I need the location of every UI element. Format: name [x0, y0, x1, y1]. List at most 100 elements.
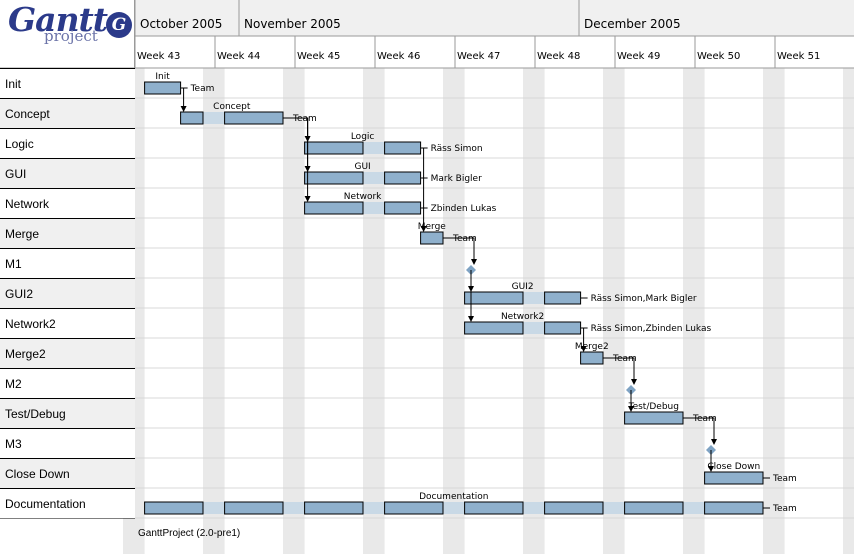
task-row[interactable]: Merge — [0, 218, 135, 248]
task-row[interactable]: GUI — [0, 158, 135, 188]
task-bar-label: Logic — [351, 132, 375, 142]
task-resources: Team — [772, 474, 797, 484]
task-bar[interactable] — [624, 411, 684, 425]
week-label-2: Week 44 — [217, 51, 260, 62]
task-bar[interactable] — [624, 501, 684, 515]
dependency-line — [283, 117, 309, 200]
footer-version: GanttProject (2.0-pre1) — [138, 528, 241, 539]
weekend-stripe — [283, 68, 305, 554]
weekend-stripe — [843, 68, 854, 554]
weekend-stripe — [763, 68, 785, 554]
task-bar[interactable] — [224, 111, 284, 125]
task-row[interactable]: Init — [0, 68, 135, 98]
dependency-arrowhead — [708, 466, 714, 472]
week-label-8: Week 50 — [697, 51, 740, 62]
week-label-4: Week 46 — [377, 51, 420, 62]
dependency-arrowhead — [471, 259, 477, 265]
task-row[interactable]: Network2 — [0, 308, 135, 338]
dependency-arrowhead — [468, 316, 474, 322]
task-resources: Mark Bigler — [431, 174, 482, 184]
dependency-arrowhead — [180, 106, 187, 112]
week-label-7: Week 49 — [617, 51, 660, 62]
weekend-stripe — [363, 68, 385, 554]
task-row[interactable]: Network — [0, 188, 135, 218]
task-bar[interactable] — [144, 501, 204, 515]
month-header-bg — [135, 0, 854, 36]
task-bar[interactable] — [544, 501, 604, 515]
task-resources: Räss Simon,Mark Bigler — [591, 294, 697, 304]
month-label-1: October 2005 — [140, 17, 222, 31]
task-resources: Team — [772, 504, 797, 514]
week-label-6: Week 48 — [537, 51, 580, 62]
dependency-arrowhead — [711, 439, 717, 445]
task-bar[interactable] — [704, 471, 764, 485]
logo-subtitle: project — [44, 27, 98, 45]
week-label-1: Week 43 — [137, 51, 180, 62]
task-bar-label: GUI — [354, 162, 370, 172]
logo-wordmark: Gantt — [8, 0, 108, 39]
task-resources: Team — [452, 234, 477, 244]
task-bar-label: GUI2 — [512, 282, 534, 292]
task-row[interactable]: GUI2 — [0, 278, 135, 308]
weekend-stripe — [443, 68, 465, 554]
dependency-line — [580, 327, 585, 350]
task-bar[interactable] — [464, 501, 524, 515]
dependency-line — [420, 147, 425, 230]
weekend-stripe — [603, 68, 625, 554]
month-label-2: November 2005 — [244, 17, 341, 31]
task-resources: Räss Simon,Zbinden Lukas — [591, 324, 712, 334]
task-row[interactable]: Test/Debug — [0, 398, 135, 428]
task-bar[interactable] — [224, 501, 284, 515]
task-bar-label: Concept — [213, 102, 251, 112]
task-row[interactable]: M1 — [0, 248, 135, 278]
week-label-9: Week 51 — [777, 51, 820, 62]
dependency-arrowhead — [304, 196, 311, 202]
task-bar[interactable] — [704, 501, 764, 515]
weekend-stripe — [203, 68, 225, 554]
task-bar[interactable] — [464, 321, 524, 335]
task-bar[interactable] — [304, 171, 364, 185]
dependency-line — [683, 417, 715, 443]
week-header-bg — [135, 36, 854, 68]
task-bar[interactable] — [304, 201, 364, 215]
dependency-arrowhead — [420, 226, 427, 232]
task-bar[interactable] — [544, 321, 582, 335]
task-row[interactable]: Logic — [0, 128, 135, 158]
task-bar-label: Network2 — [501, 312, 544, 322]
task-bar[interactable] — [384, 201, 422, 215]
task-bar[interactable] — [420, 231, 444, 245]
task-row[interactable]: Close Down — [0, 458, 135, 488]
task-row[interactable]: Merge2 — [0, 338, 135, 368]
task-resources: Team — [292, 114, 317, 124]
task-resources: Team — [190, 84, 215, 94]
task-row[interactable]: M2 — [0, 368, 135, 398]
task-row[interactable]: Concept — [0, 98, 135, 128]
task-bar[interactable] — [544, 291, 582, 305]
task-bar-label: Network — [344, 192, 382, 202]
task-bar[interactable] — [304, 501, 364, 515]
task-bar[interactable] — [180, 111, 204, 125]
logo-badge-icon: G — [106, 12, 132, 38]
task-bar-label: Merge — [418, 222, 447, 232]
task-resources: Team — [692, 414, 717, 424]
task-bar-label: Close Down — [707, 462, 760, 472]
task-bar[interactable] — [464, 291, 524, 305]
app-logo: Gantt project G — [0, 0, 135, 68]
dependency-arrowhead — [580, 346, 587, 352]
task-bar[interactable] — [384, 171, 422, 185]
task-bar[interactable] — [384, 141, 422, 155]
task-resources: Team — [612, 354, 637, 364]
dependency-arrowhead — [631, 379, 637, 385]
dependency-line — [180, 87, 185, 110]
task-row[interactable]: Documentation — [0, 488, 135, 518]
task-resources: Räss Simon — [431, 144, 483, 154]
task-bar[interactable] — [580, 351, 604, 365]
week-label-3: Week 45 — [297, 51, 340, 62]
task-bar[interactable] — [144, 81, 182, 95]
dependency-arrowhead — [628, 406, 634, 412]
task-row[interactable]: M3 — [0, 428, 135, 458]
task-bar[interactable] — [384, 501, 444, 515]
task-bar[interactable] — [304, 141, 364, 155]
weekend-stripe — [683, 68, 705, 554]
task-bar-span[interactable] — [144, 502, 764, 514]
